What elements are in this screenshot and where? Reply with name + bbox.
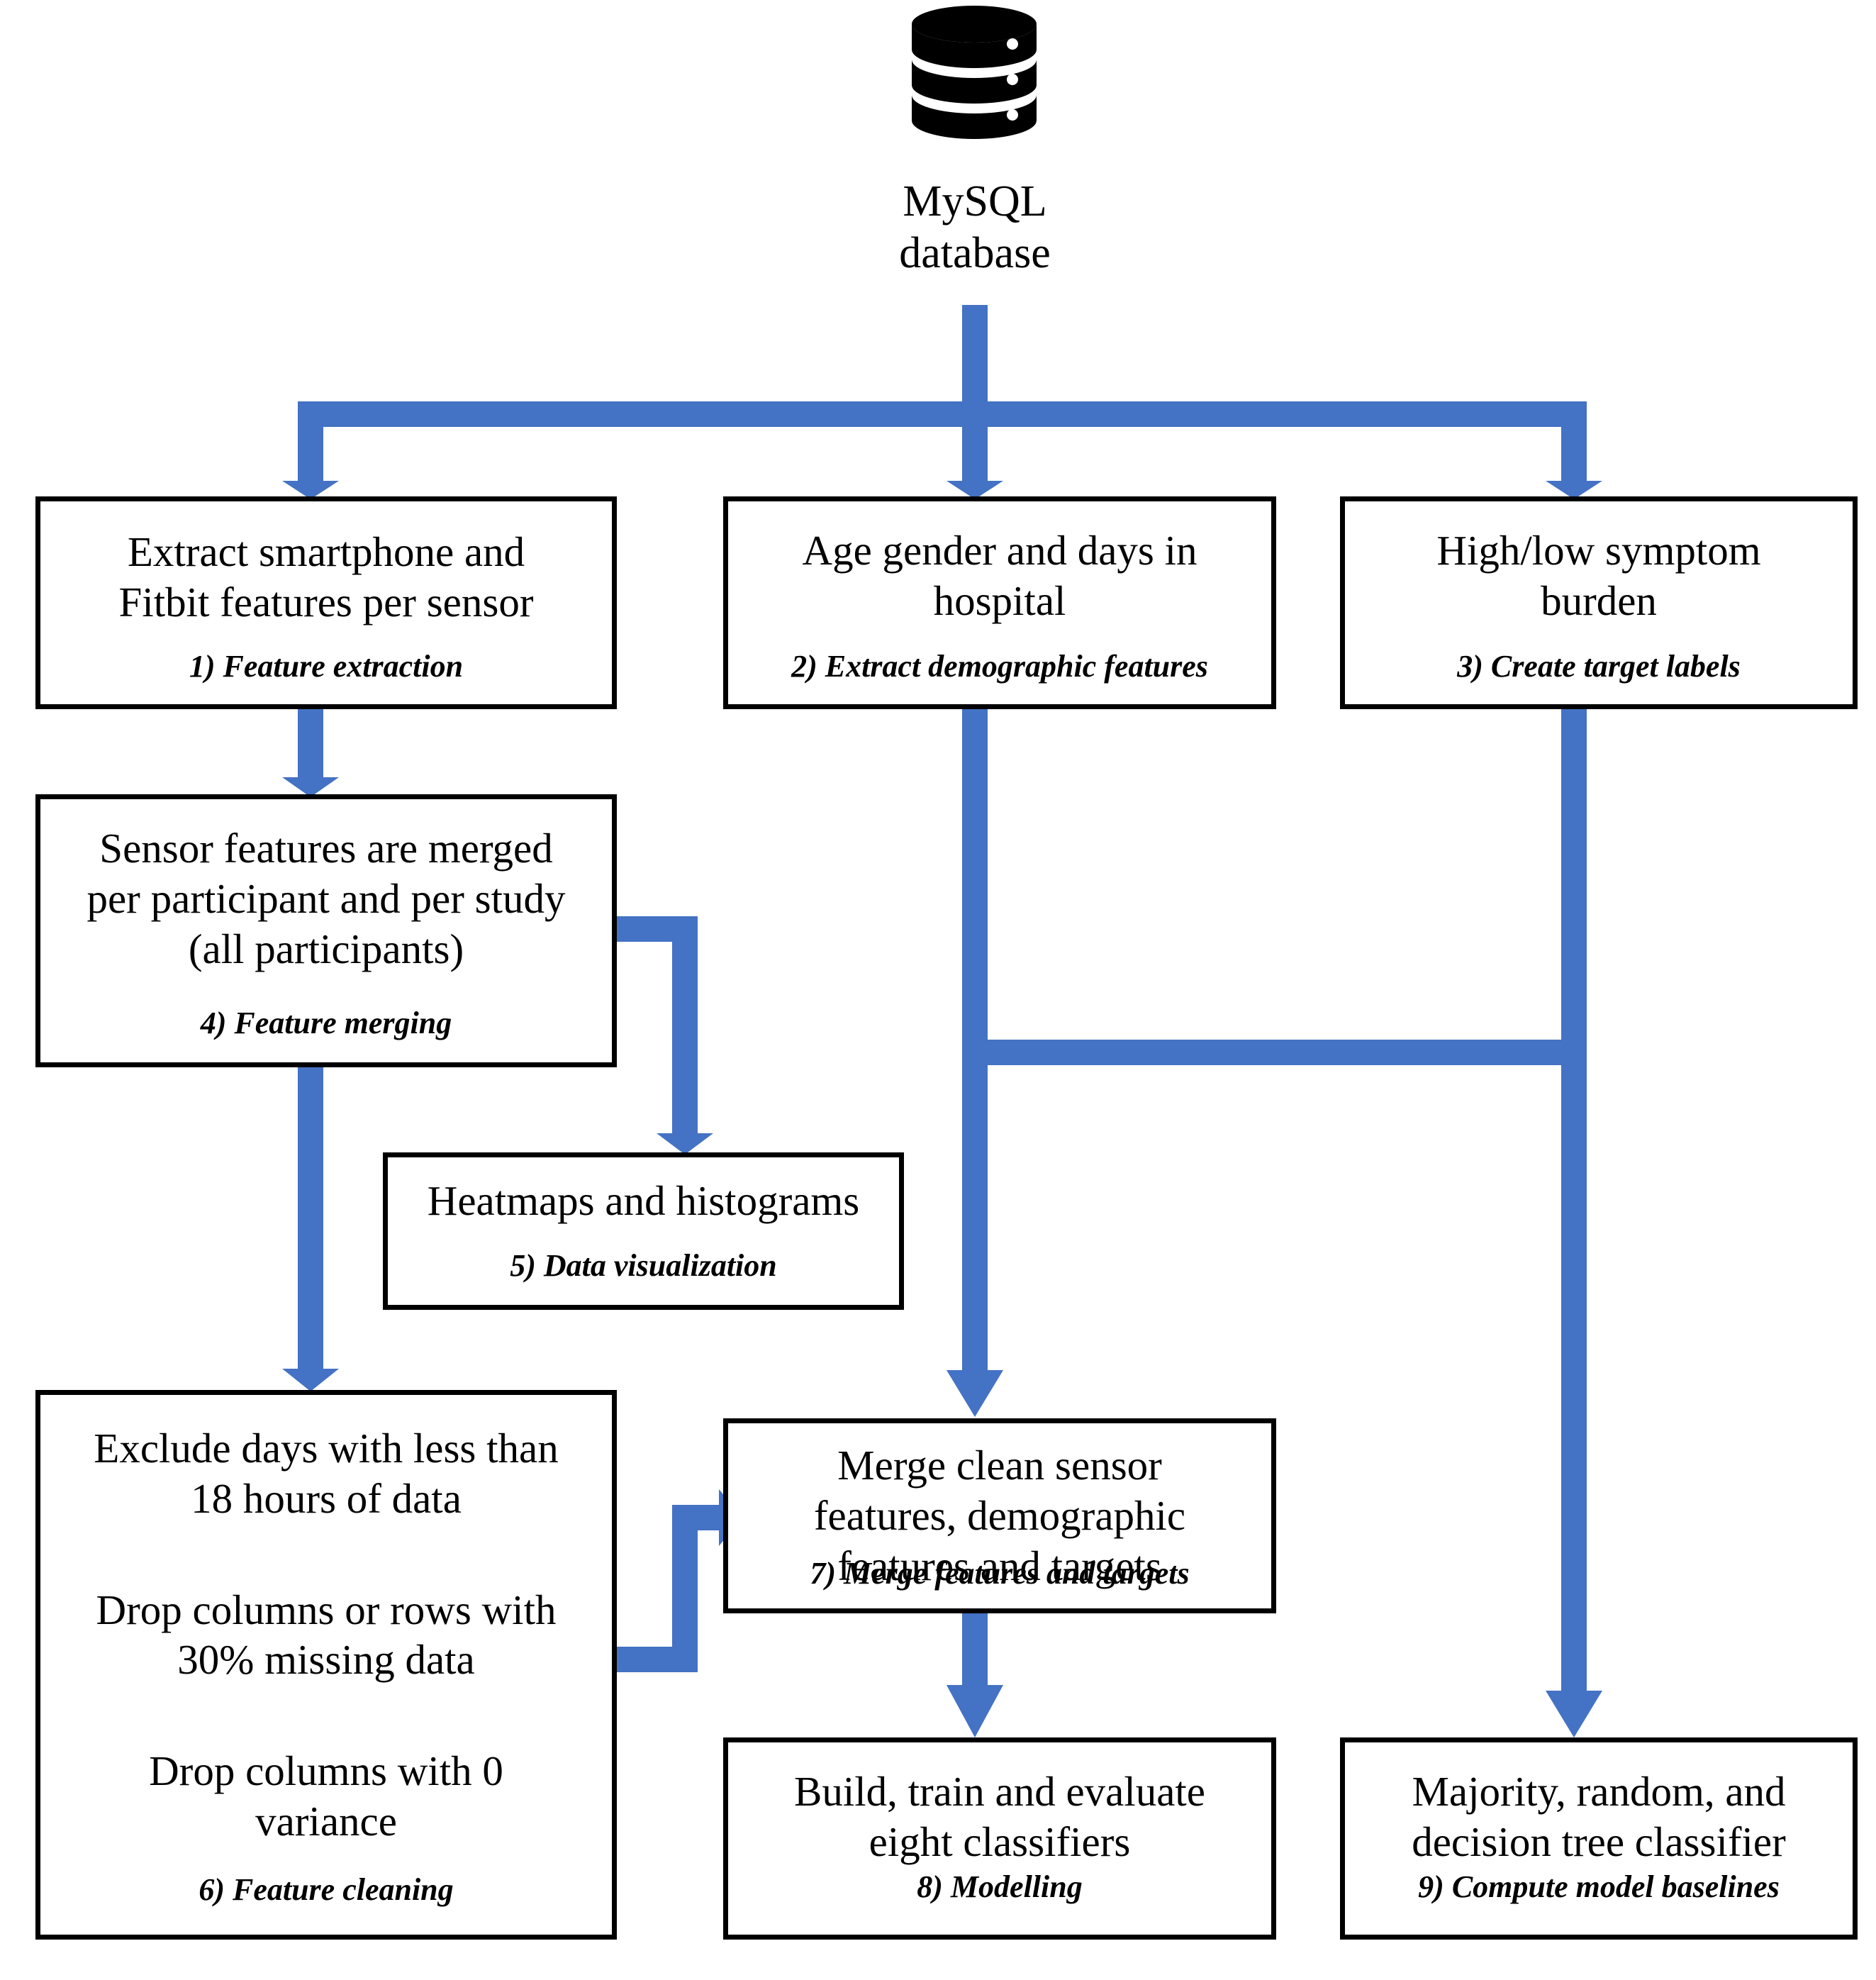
node-modelling[interactable]: Build, train and evaluate eight classifi… (723, 1737, 1276, 1940)
edge-source-splitter-bar (298, 401, 1587, 427)
node-body: Exclude days with less than 18 hours of … (40, 1395, 612, 1935)
edge-source-to-n3-shaft (1561, 401, 1587, 484)
source-label: MySQL database (899, 177, 1051, 278)
edge-n7-to-n8-shaft (962, 1613, 988, 1687)
node-body: High/low symptom burden (1345, 501, 1853, 704)
edge-source-stem (962, 305, 988, 404)
edge-source-to-n3-arrowhead (1546, 481, 1602, 499)
edge-n1-to-n4-arrowhead (282, 777, 339, 797)
node-caption: 6) Feature cleaning (199, 1872, 454, 1908)
node-feature-merging[interactable]: Sensor features are merged per participa… (35, 794, 617, 1067)
edge-source-to-n2-shaft (962, 401, 988, 484)
node-title: Extract smartphone and Fitbit features p… (118, 528, 534, 625)
edge-n7-to-n8-arrowhead (947, 1685, 1003, 1737)
edge-n4-to-n5-arrowhead (657, 1133, 713, 1155)
edge-n2-to-n7-arrowhead (947, 1370, 1003, 1417)
edge-n4-to-n6-arrowhead (282, 1369, 339, 1391)
node-caption: 7) Merge features and targets (810, 1556, 1190, 1591)
edge-n6-to-n7-h2 (672, 1505, 726, 1530)
node-body: Sensor features are merged per participa… (40, 799, 612, 1062)
node-title: Majority, random, and decision tree clas… (1412, 1768, 1786, 1865)
node-paragraph: Drop columns or rows with 30% missing da… (96, 1586, 557, 1684)
edge-n3-to-n9-shaft (1561, 709, 1587, 1693)
database-cylinder-icon (912, 6, 1037, 139)
node-title: High/low symptom burden (1436, 527, 1761, 624)
edge-n1-to-n4-shaft (298, 709, 323, 780)
edge-n3-to-n9-arrowhead (1546, 1691, 1602, 1737)
edge-n6-to-n7-v (672, 1505, 698, 1672)
node-body: Extract smartphone and Fitbit features p… (40, 501, 612, 704)
node-body: Majority, random, and decision tree clas… (1345, 1742, 1853, 1935)
node-title: Sensor features are merged per participa… (86, 825, 566, 972)
node-title: Heatmaps and histograms (427, 1177, 860, 1224)
node-title: Build, train and evaluate eight classifi… (794, 1768, 1205, 1865)
node-body: Age gender and days in hospital (728, 501, 1271, 704)
node-caption: 3) Create target labels (1457, 649, 1741, 684)
edge-source-to-n1-shaft (298, 401, 323, 484)
edge-source-to-n2-arrowhead (947, 481, 1003, 499)
node-caption: 2) Extract demographic features (791, 649, 1208, 684)
node-feature-extraction[interactable]: Extract smartphone and Fitbit features p… (35, 496, 617, 709)
node-compute-model-baselines[interactable]: Majority, random, and decision tree clas… (1340, 1737, 1858, 1940)
node-caption: 1) Feature extraction (189, 649, 464, 684)
node-body: Heatmaps and histograms (388, 1157, 899, 1305)
node-body: Merge clean sensor features, demographic… (728, 1423, 1271, 1608)
edge-source-to-n1-arrowhead (282, 481, 339, 499)
node-merge-features-and-targets[interactable]: Merge clean sensor features, demographic… (723, 1418, 1276, 1613)
node-body: Build, train and evaluate eight classifi… (728, 1742, 1271, 1935)
node-data-visualization[interactable]: Heatmaps and histograms 5) Data visualiz… (383, 1152, 904, 1310)
node-paragraph: Drop columns with 0 variance (149, 1747, 503, 1845)
edge-n4-to-n5-v (672, 916, 698, 1136)
edge-n3-to-n2-column-link (962, 1040, 1587, 1065)
node-caption: 4) Feature merging (200, 1006, 452, 1041)
node-extract-demographic-features[interactable]: Age gender and days in hospital 2) Extra… (723, 496, 1276, 709)
node-caption: 8) Modelling (917, 1869, 1083, 1905)
node-title: Merge clean sensor features, demographic… (813, 1442, 1186, 1589)
node-paragraph: Exclude days with less than 18 hours of … (94, 1425, 559, 1522)
edge-n4-to-n6-shaft (298, 1067, 323, 1372)
node-caption: 9) Compute model baselines (1418, 1869, 1780, 1905)
node-feature-cleaning[interactable]: Exclude days with less than 18 hours of … (35, 1390, 617, 1940)
node-caption: 5) Data visualization (510, 1248, 777, 1284)
node-create-target-labels[interactable]: High/low symptom burden 3) Create target… (1340, 496, 1858, 709)
node-title: Age gender and days in hospital (802, 527, 1197, 624)
